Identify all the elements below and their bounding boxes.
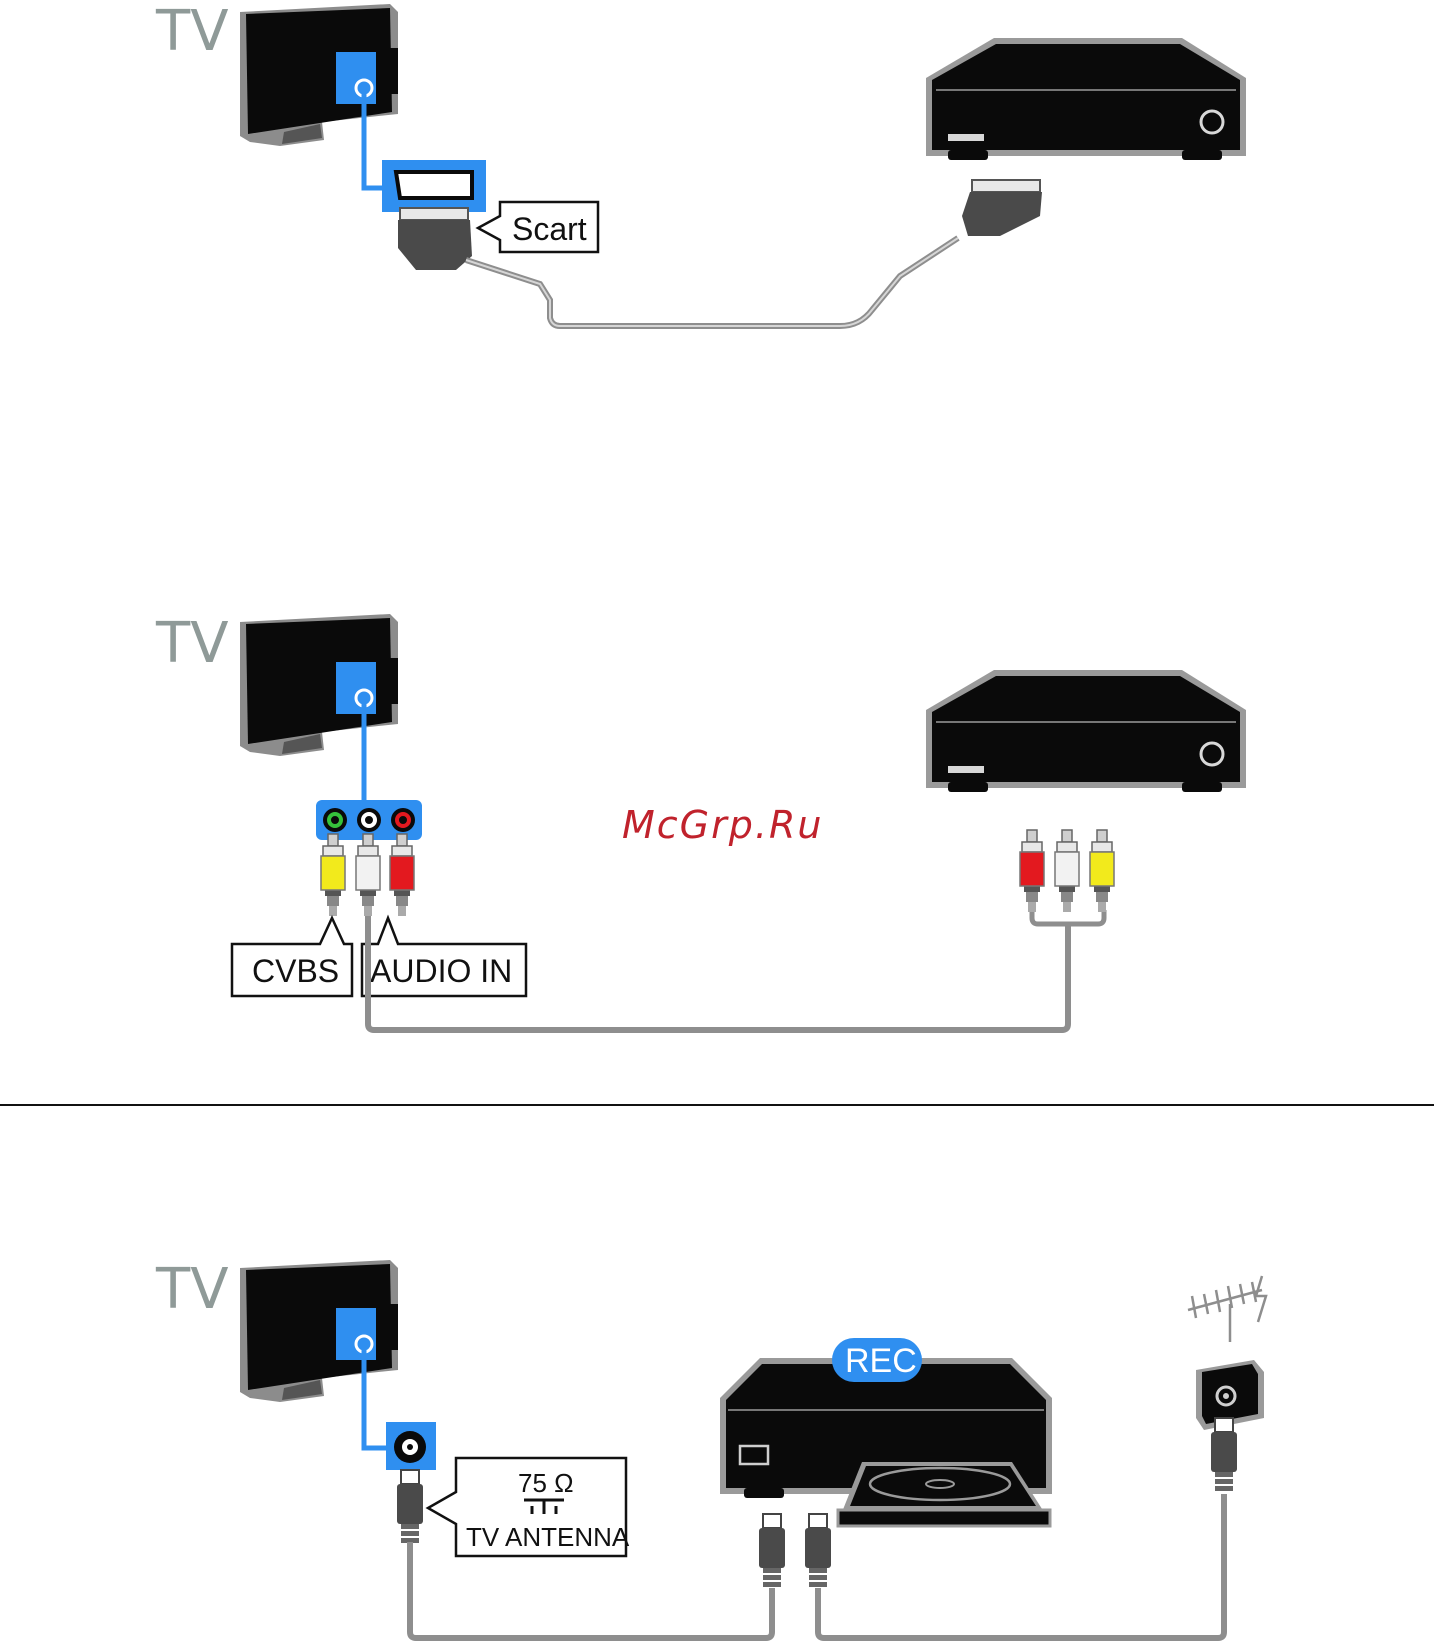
tv-icon xyxy=(238,612,400,758)
tv-icon xyxy=(238,2,400,148)
antenna-icon xyxy=(1187,1275,1268,1342)
antenna-callout: 75 Ω TV ANTENNA xyxy=(425,1456,630,1558)
scart-callout: Scart xyxy=(475,200,600,254)
rca-socket-panel-icon xyxy=(316,800,422,840)
watermark: McGrp.Ru xyxy=(622,803,823,847)
av-cable xyxy=(365,916,1071,1033)
tv-label: TV xyxy=(155,611,229,676)
rec-label: REC xyxy=(845,1342,917,1380)
set-top-box-icon xyxy=(924,668,1248,794)
audio-in-label: AUDIO IN xyxy=(370,953,512,989)
cvbs-label: CVBS xyxy=(252,953,339,989)
wall-socket-icon xyxy=(1196,1360,1264,1430)
diagram-scart: TV Scart xyxy=(155,0,1248,329)
tv-label: TV xyxy=(155,1257,229,1322)
port-lead xyxy=(361,1344,392,1451)
rca-plugs-box-icon xyxy=(1019,829,1115,913)
scart-label: Scart xyxy=(512,211,587,247)
rca-plugs-tv-icon xyxy=(320,833,415,917)
antenna-cable-wall xyxy=(815,1494,1227,1641)
wall-coax-plug-icon xyxy=(1210,1417,1238,1492)
antenna-symbol-icon xyxy=(524,1498,564,1514)
diagram-cvbs: TV xyxy=(155,611,1248,1033)
cvbs-callout: CVBS xyxy=(230,915,354,998)
audio-in-callout: AUDIO IN xyxy=(360,914,528,998)
set-top-box-icon xyxy=(924,36,1248,162)
scart-plug-box-icon xyxy=(962,179,1042,236)
coax-socket-icon xyxy=(386,1422,436,1470)
coax-plug-icon xyxy=(396,1469,424,1544)
rec-badge: REC xyxy=(832,1338,922,1382)
antenna-impedance-label: 75 Ω xyxy=(518,1468,574,1498)
tv-label: TV xyxy=(155,0,229,64)
scart-plug-icon xyxy=(398,207,472,270)
recorder-coax-out-icon xyxy=(758,1513,786,1588)
antenna-cable-tv xyxy=(407,1542,775,1641)
diagram-antenna: TV 75 Ω TV ANTENNA xyxy=(155,1257,1268,1641)
tv-icon xyxy=(238,1258,400,1404)
tv-antenna-label: TV ANTENNA xyxy=(466,1522,630,1552)
scart-socket-icon xyxy=(382,160,486,212)
recorder-coax-in-icon xyxy=(804,1513,832,1588)
recorder-icon xyxy=(720,1358,1052,1528)
